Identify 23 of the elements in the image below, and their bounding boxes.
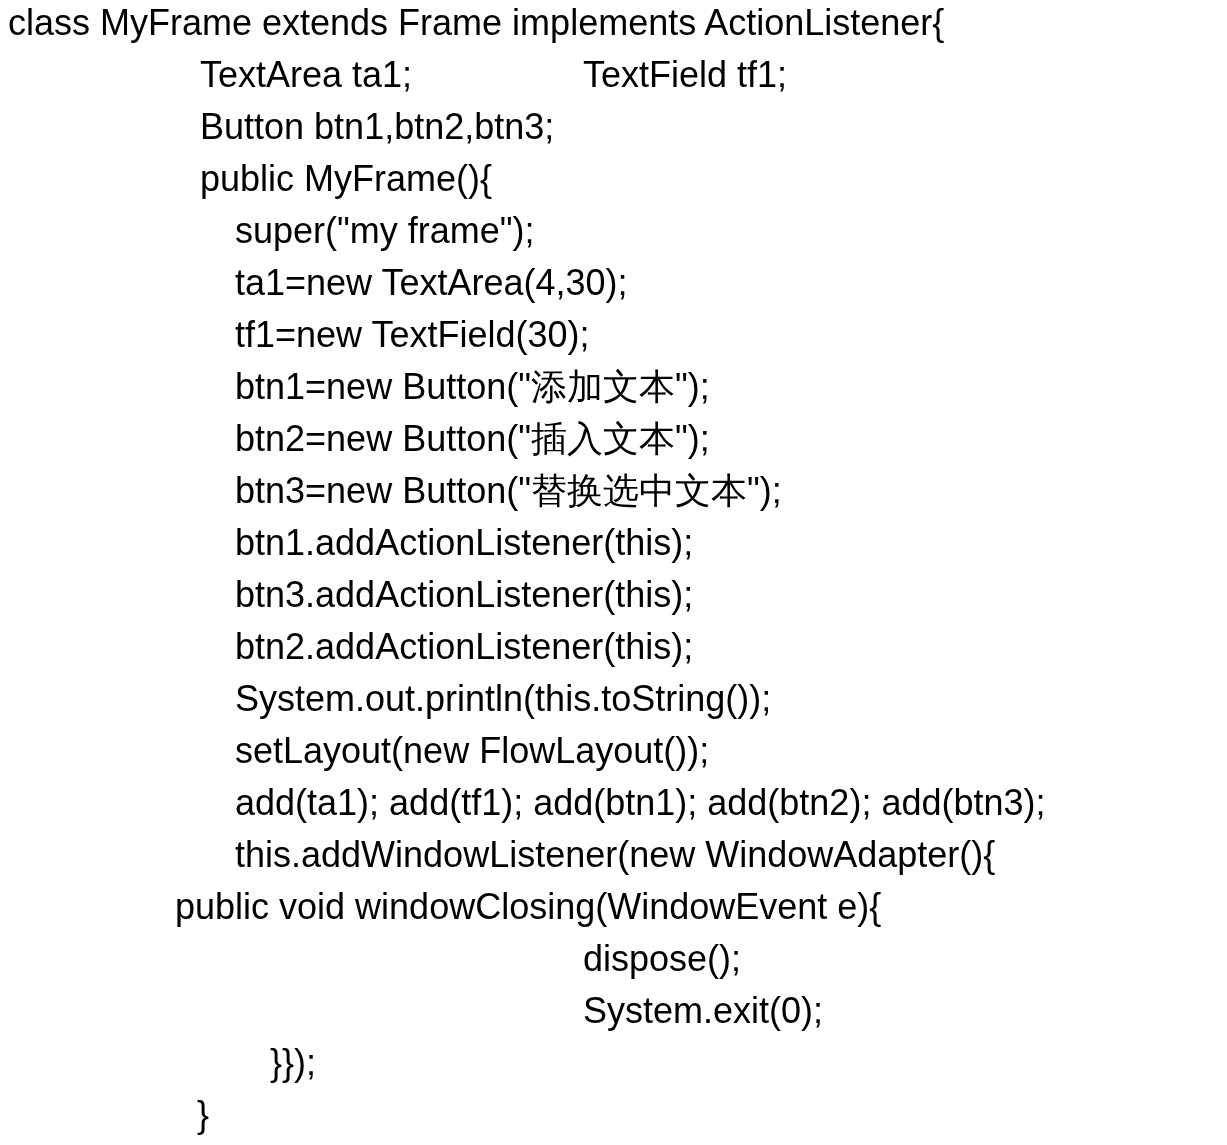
code-line: public void windowClosing(WindowEvent e){ <box>175 886 882 928</box>
code-line: btn1.addActionListener(this); <box>235 522 694 564</box>
code-line: btn3=new Button("替换选中文本"); <box>235 470 782 512</box>
code-line: super("my frame"); <box>235 210 535 252</box>
code-line: System.exit(0); <box>583 990 824 1032</box>
code-line: ta1=new TextArea(4,30); <box>235 262 628 304</box>
code-line: setLayout(new FlowLayout()); <box>235 730 710 772</box>
code-line: TextField tf1; <box>583 54 788 96</box>
code-line: }}); <box>270 1042 317 1084</box>
code-line: add(ta1); add(tf1); add(btn1); add(btn2); add(btn3); <box>235 782 1046 824</box>
code-line: btn2.addActionListener(this); <box>235 626 694 668</box>
code-line: System.out.println(this.toString()); <box>235 678 772 720</box>
code-line: btn3.addActionListener(this); <box>235 574 694 616</box>
code-line: TextArea ta1; <box>200 54 413 96</box>
code-line: class MyFrame extends Frame implements ActionListener{ <box>8 2 945 44</box>
code-line: tf1=new TextField(30); <box>235 314 590 356</box>
code-line: Button btn1,btn2,btn3; <box>200 106 555 148</box>
code-line: } <box>197 1094 210 1136</box>
code-line: btn1=new Button("添加文本"); <box>235 366 710 408</box>
code-line: dispose(); <box>583 938 742 980</box>
code-line: this.addWindowListener(new WindowAdapter(){ <box>235 834 996 876</box>
code-line: btn2=new Button("插入文本"); <box>235 418 710 460</box>
code-line: public MyFrame(){ <box>200 158 493 200</box>
